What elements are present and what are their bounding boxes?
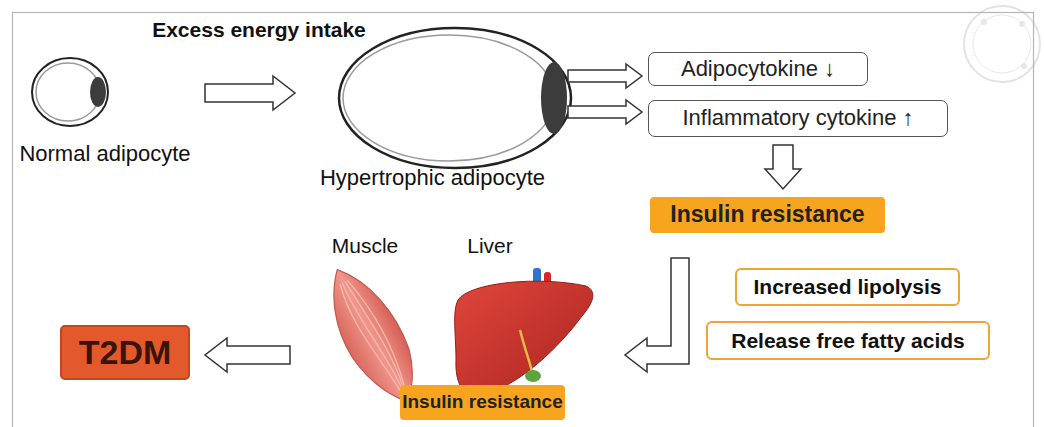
seal-ring (964, 6, 1040, 82)
organ-illustration: Muscle (320, 232, 420, 402)
lipid-droplet (343, 35, 555, 161)
node-outline (450, 232, 600, 400)
organ-illustration: Liver (450, 232, 600, 400)
muscle-body (320, 257, 420, 402)
muscle-fiber (345, 279, 407, 389)
muscle-fiber (347, 277, 411, 388)
outlined-box: Release free fatty acids (706, 321, 990, 360)
cell-membrane (32, 58, 108, 126)
node-text: T2DM (79, 334, 172, 371)
node-text: Liver (450, 234, 530, 257)
block-arrow (765, 145, 801, 189)
seal-mark (981, 19, 987, 25)
muscle-illustration (320, 257, 420, 402)
node-text: Insulin resistance (670, 202, 864, 227)
node-text: Normal adipocyte (10, 142, 200, 166)
node-outline (320, 232, 420, 402)
seal-mark (1019, 21, 1025, 27)
node-text: Increased lipolysis (754, 275, 942, 298)
block-arrow (568, 64, 642, 88)
muscle-fiber (341, 281, 402, 391)
outlined-box: Increased lipolysis (735, 268, 960, 306)
process-box: Inflammatory cytokine ↑ (648, 100, 948, 137)
block-arrow (625, 258, 689, 372)
highlight-box: Insulin resistance (650, 197, 885, 233)
edge-label: Excess energy intake (152, 18, 366, 41)
muscle-fiber (336, 283, 400, 394)
block-arrow (205, 76, 295, 110)
gallbladder (525, 370, 541, 382)
outcome-box: T2DM (60, 325, 190, 380)
seal-watermark (964, 6, 1040, 82)
cell-nucleus (90, 77, 106, 107)
highlight-box: Insulin resistance (400, 385, 565, 420)
seal-mark (1021, 63, 1027, 69)
bile-duct (520, 330, 532, 372)
cell-membrane (339, 28, 571, 168)
node-text: Muscle (320, 234, 410, 257)
adipocyte-cell: Hypertrophic adipocyte (300, 20, 580, 202)
adipocyte-cell: Normal adipocyte (10, 55, 200, 173)
block-arrow (568, 100, 642, 124)
node-text: Release free fatty acids (731, 329, 964, 352)
node-text: Inflammatory cytokine ↑ (682, 106, 913, 130)
figure-frame (13, 13, 1034, 427)
node-text: Hypertrophic adipocyte (300, 166, 565, 190)
node-text: Insulin resistance (402, 392, 563, 413)
seal-ring (973, 15, 1031, 73)
block-arrow (205, 338, 290, 372)
liver-illustration (455, 281, 593, 396)
process-box: Adipocytokine ↓ (648, 52, 868, 86)
node-text: Adipocytokine ↓ (681, 57, 835, 81)
cell-nucleus (541, 62, 567, 134)
